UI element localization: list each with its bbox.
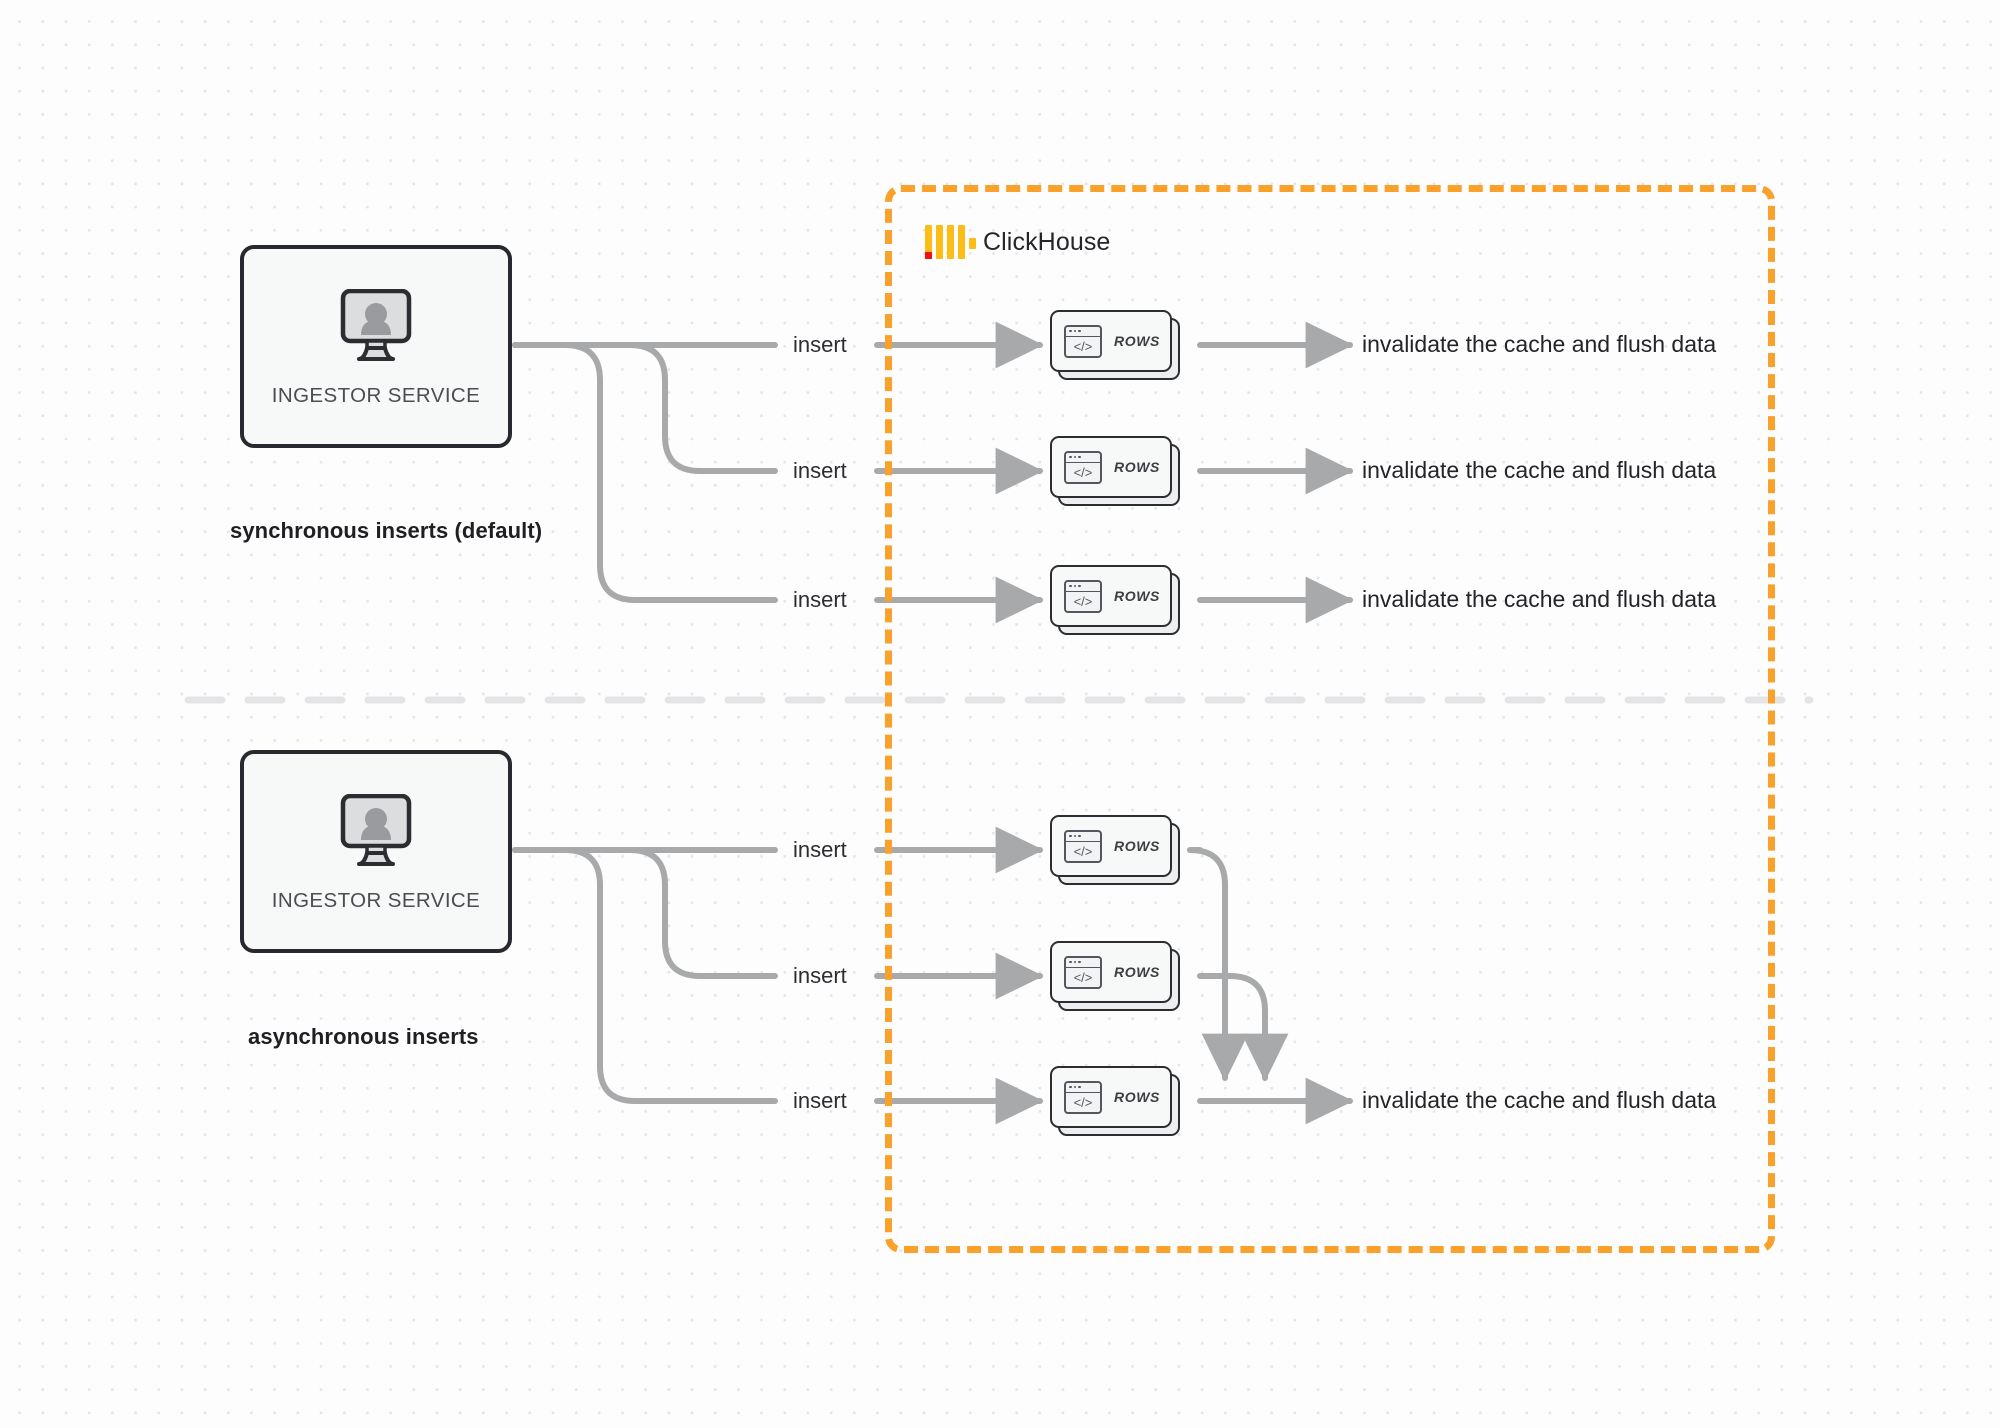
- clickhouse-logo-icon: [925, 225, 976, 259]
- ingestor-service-async[interactable]: INGESTOR SERVICE: [240, 750, 512, 953]
- insert-label-sync-1: insert: [793, 332, 847, 357]
- mode-label-synchronous: synchronous inserts (default): [230, 518, 543, 543]
- code-window-icon: </>: [1064, 955, 1102, 989]
- code-glyph: </>: [1073, 843, 1093, 859]
- code-window-titlebar: [1066, 1083, 1100, 1093]
- code-glyph: </>: [1073, 464, 1093, 480]
- code-window-titlebar: [1066, 327, 1100, 337]
- rows-label: ROWS: [1114, 588, 1160, 604]
- code-window-icon: </>: [1064, 829, 1102, 863]
- rows-node-card: </> ROWS: [1050, 436, 1172, 498]
- async-branch-2: [512, 847, 778, 979]
- rows-node-async-3[interactable]: </> ROWS: [1050, 1066, 1180, 1136]
- rows-node-card: </> ROWS: [1050, 310, 1172, 372]
- insert-label-sync-2: insert: [793, 458, 847, 483]
- code-window-icon: </>: [1064, 450, 1102, 484]
- insert-label-async-1: insert: [793, 837, 847, 862]
- code-window-titlebar: [1066, 832, 1100, 842]
- rows-node-sync-3[interactable]: </> ROWS: [1050, 565, 1180, 635]
- clickhouse-name: ClickHouse: [983, 227, 1111, 256]
- rows-node-sync-2[interactable]: </> ROWS: [1050, 436, 1180, 506]
- rows-node-async-2[interactable]: </> ROWS: [1050, 941, 1180, 1011]
- code-glyph: </>: [1073, 1094, 1093, 1110]
- ingestor-service-sync[interactable]: INGESTOR SERVICE: [240, 245, 512, 448]
- rows-node-card: </> ROWS: [1050, 565, 1172, 627]
- rows-label: ROWS: [1114, 459, 1160, 475]
- code-window-titlebar: [1066, 958, 1100, 968]
- ingestor-service-label: INGESTOR SERVICE: [271, 384, 481, 407]
- flush-label-sync-1: invalidate the cache and flush data: [1362, 331, 1717, 357]
- code-glyph: </>: [1073, 969, 1093, 985]
- rows-label: ROWS: [1114, 838, 1160, 854]
- rows-label: ROWS: [1114, 333, 1160, 349]
- monitor-user-icon: [332, 793, 420, 873]
- async-branch-3: [512, 847, 778, 1104]
- code-window-icon: </>: [1064, 579, 1102, 613]
- code-window-icon: </>: [1064, 1080, 1102, 1114]
- clickhouse-brand: ClickHouse: [925, 225, 1110, 259]
- code-glyph: </>: [1073, 338, 1093, 354]
- code-glyph: </>: [1073, 593, 1093, 609]
- flush-label-sync-2: invalidate the cache and flush data: [1362, 457, 1717, 483]
- sync-branch-2: [512, 342, 778, 474]
- insert-label-sync-3: insert: [793, 587, 847, 612]
- rows-node-card: </> ROWS: [1050, 1066, 1172, 1128]
- rows-node-sync-1[interactable]: </> ROWS: [1050, 310, 1180, 380]
- insert-label-async-2: insert: [793, 963, 847, 988]
- flush-label-async-merged: invalidate the cache and flush data: [1362, 1087, 1717, 1113]
- sync-branch-3: [512, 342, 778, 603]
- insert-label-async-3: insert: [793, 1088, 847, 1113]
- clickhouse-boundary: [885, 185, 1775, 1253]
- mode-label-asynchronous: asynchronous inserts: [248, 1024, 479, 1049]
- flush-label-sync-3: invalidate the cache and flush data: [1362, 586, 1717, 612]
- monitor-user-icon: [332, 288, 420, 368]
- code-window-titlebar: [1066, 582, 1100, 592]
- rows-node-card: </> ROWS: [1050, 941, 1172, 1003]
- code-window-icon: </>: [1064, 324, 1102, 358]
- code-window-titlebar: [1066, 453, 1100, 463]
- rows-node-card: </> ROWS: [1050, 815, 1172, 877]
- rows-label: ROWS: [1114, 1089, 1160, 1105]
- rows-label: ROWS: [1114, 964, 1160, 980]
- rows-node-async-1[interactable]: </> ROWS: [1050, 815, 1180, 885]
- ingestor-service-label: INGESTOR SERVICE: [271, 889, 481, 912]
